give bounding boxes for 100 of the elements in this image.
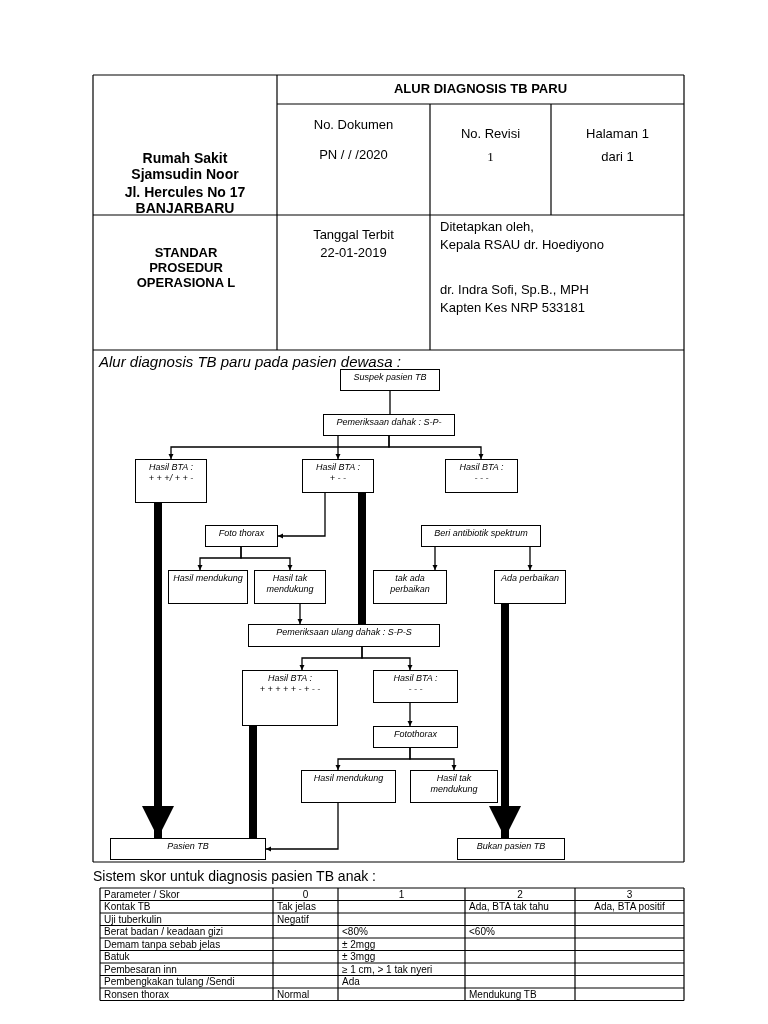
approver-name: dr. Indra Sofi, Sp.B., MPH (440, 282, 589, 297)
step-text: Hasil mendukung (313, 773, 384, 784)
issue-date: 22-01-2019 (320, 245, 387, 260)
document-type: STANDAR PROSEDUR OPERASIONA L (136, 245, 236, 290)
parameter-name: Pembesaran inn (104, 963, 177, 975)
thick-line (358, 493, 366, 624)
field-heading: No. Revisi (460, 126, 521, 141)
arrow (388, 435, 484, 460)
field-heading: No. Dokumen (313, 117, 394, 132)
approval-heading: Ditetapkan oleh, (440, 219, 534, 234)
process-box (301, 770, 396, 803)
parameter-name: Kontak TB (104, 901, 151, 912)
step-text: + - - (329, 473, 347, 484)
arrow (407, 702, 413, 727)
field-heading: Tanggal Terbit (313, 227, 394, 242)
step-text: Beri antibiotik spektrum (434, 528, 528, 539)
step-text: Suspek pasien TB (353, 372, 427, 383)
arrow (240, 546, 293, 571)
step-text: Pemeriksaan dahak : S-P- (336, 417, 442, 428)
document-number: PN / / /2020 (319, 147, 388, 162)
parameter-name: Uji tuberkulin (104, 913, 162, 925)
column-heading: 0 (302, 888, 309, 900)
document-title: ALUR DIAGNOSIS TB PARU (393, 81, 568, 96)
step-text: Hasil mendukung (173, 573, 243, 584)
process-box (457, 838, 565, 860)
approver-rank: Kapten Kes NRP 533181 (440, 300, 586, 315)
process-box (168, 570, 248, 604)
step-text: + + + + + - + - - (259, 684, 321, 695)
score-criterion: Mendukung TB (469, 988, 537, 1000)
step-text: + + +/ + + - (148, 473, 194, 484)
revision-number: 1 (487, 149, 494, 164)
process-box (242, 670, 338, 726)
parameter-name: Ronsen thorax (104, 988, 170, 1000)
process-box (373, 670, 458, 703)
step-text: Pemeriksaan ulang dahak : S-P-S (276, 627, 412, 638)
column-heading: 3 (626, 888, 633, 900)
process-box (421, 525, 541, 547)
column-heading: Parameter / Skor (104, 888, 180, 900)
step-text: Hasil BTA : (316, 462, 360, 473)
process-box (323, 414, 455, 436)
process-box (373, 726, 458, 748)
step-text: - - - (474, 473, 489, 484)
step-text: Hasil BTA : (149, 462, 193, 473)
hospital-name: Rumah Sakit Sjamsudin Noor (131, 150, 239, 183)
arrow (409, 747, 457, 771)
step-text: Pasien TB (167, 841, 209, 852)
step-text: - - - (408, 684, 423, 695)
step-text: Hasil tak mendukung (265, 573, 315, 595)
score-criterion: ≥ 1 cm, > 1 tak nyeri (342, 963, 433, 975)
score-criterion: <80% (342, 926, 368, 937)
step-text: tak ada perbaikan (389, 573, 431, 595)
process-box (410, 770, 498, 803)
arrow (335, 435, 341, 460)
step-text: Hasil BTA : (459, 462, 504, 473)
thick-line (249, 726, 257, 838)
step-text: Hasil tak mendukung (429, 773, 479, 795)
process-box (205, 525, 278, 547)
process-box (494, 570, 566, 604)
step-text: Fotothorax (394, 729, 437, 740)
process-box (254, 570, 326, 604)
step-text: Ada perbaikan (500, 573, 559, 584)
score-criterion: Ada, BTA tak tahu (469, 901, 549, 912)
score-criterion: <60% (469, 926, 495, 937)
section-heading: Alur diagnosis TB paru pada pasien dewasa : (99, 353, 401, 370)
hospital-address: Jl. Hercules No 17 BANJARBARU (124, 184, 246, 217)
score-criterion: ± 2mgg (342, 938, 376, 950)
page-number: Halaman 1 (586, 126, 649, 141)
step-text: Hasil BTA : (393, 673, 438, 684)
thick-arrow (489, 604, 521, 838)
column-heading: 2 (517, 888, 523, 900)
approver-title: Kepala RSAU dr. Hoediyono (440, 237, 605, 252)
score-criterion: Ada, BTA positif (594, 901, 665, 912)
page-number: dari 1 (601, 149, 634, 164)
arrow (277, 492, 326, 539)
arrow (297, 603, 303, 625)
process-box (110, 838, 266, 860)
step-text: Hasil BTA : (268, 673, 312, 684)
arrow (527, 546, 533, 571)
step-text: Foto thorax (218, 528, 265, 539)
score-criterion: Tak jelas (277, 901, 316, 912)
thick-arrow (142, 503, 174, 838)
process-box (135, 459, 207, 503)
process-box (340, 369, 440, 391)
arrow (265, 802, 339, 852)
score-criterion: Negatif (277, 913, 309, 925)
column-heading: 1 (398, 888, 405, 900)
parameter-name: Batuk (104, 951, 130, 962)
arrow (361, 646, 413, 671)
arrow (432, 546, 438, 571)
parameter-name: Demam tanpa sebab jelas (104, 938, 221, 950)
score-criterion: Ada (342, 976, 360, 987)
process-box (445, 459, 518, 493)
score-criterion: Normal (277, 988, 310, 1000)
score-criterion: ± 3mgg (342, 951, 376, 962)
step-text: Bukan pasien TB (476, 841, 546, 852)
process-box (248, 624, 440, 647)
process-box (373, 570, 447, 604)
connector-line (389, 390, 391, 415)
parameter-name: Berat badan / keadaan gizi (104, 926, 223, 937)
process-box (302, 459, 374, 493)
